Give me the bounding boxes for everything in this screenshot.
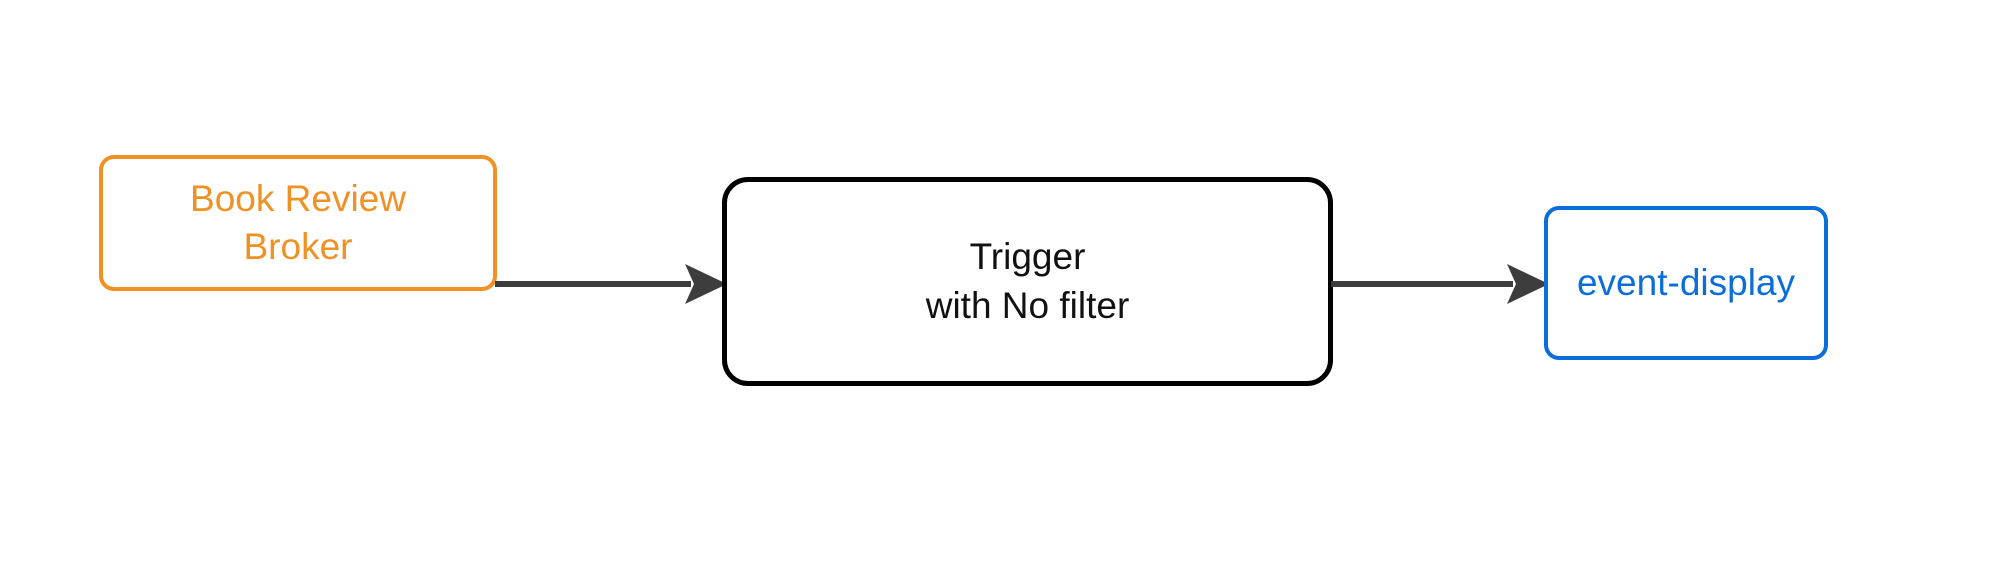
- node-event-display[interactable]: event-display: [1544, 206, 1828, 360]
- edge-trigger-to-sink: [1331, 258, 1549, 310]
- arrowhead-icon: [1507, 264, 1549, 304]
- node-trigger-label-line-1: Trigger: [969, 236, 1086, 278]
- edge-trigger-to-sink-svg: [1331, 264, 1549, 304]
- node-broker-label-line-2: Broker: [243, 226, 353, 267]
- edge-broker-to-trigger: [495, 258, 727, 310]
- edge-broker-to-trigger-svg: [495, 264, 727, 304]
- node-sink-label-line-1: event-display: [1576, 261, 1795, 303]
- node-book-review-broker[interactable]: Book Review Broker: [99, 155, 497, 291]
- arrowhead-icon: [685, 264, 727, 304]
- node-trigger-with-no-filter[interactable]: Trigger with No filter: [722, 177, 1333, 386]
- node-trigger-label-line-2: with No filter: [925, 284, 1130, 326]
- node-broker-label-line-1: Book Review: [190, 177, 406, 219]
